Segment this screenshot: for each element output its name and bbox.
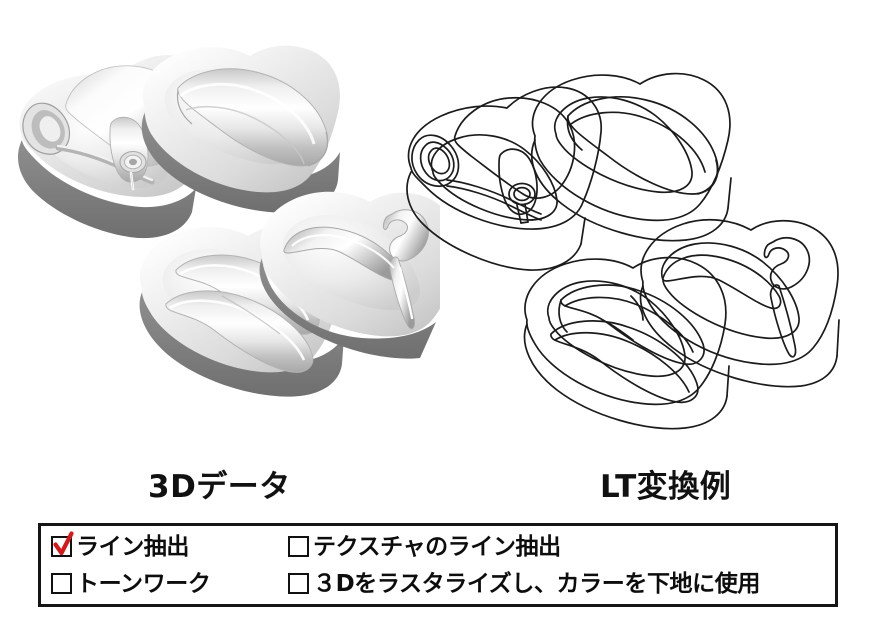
option-tone-work[interactable]: トーンワーク xyxy=(51,572,288,596)
option-line-extraction[interactable]: ライン抽出 xyxy=(51,531,288,560)
checkbox-rasterize-3d-color-base[interactable] xyxy=(288,573,309,594)
caption-lt-conversion: LT変換例 xyxy=(600,469,732,505)
options-frame: ライン抽出 テクスチャのライン抽出 トーンワーク ３Dをラスタライズし、カラーを… xyxy=(38,523,838,607)
option-label-rasterize-3d-color-base: ３Dをラスタライズし、カラーを下地に使用 xyxy=(313,570,760,597)
option-label-texture-line-extraction: テクスチャのライン抽出 xyxy=(313,533,561,560)
checkbox-line-extraction[interactable] xyxy=(51,531,74,557)
sandal-single-strap-slide-3d xyxy=(141,45,340,213)
3d-data-illustration xyxy=(0,0,440,460)
sandal-flip-flop-3d xyxy=(259,191,440,359)
sandal-single-strap-slide-lt xyxy=(530,72,732,242)
option-label-tone-work: トーンワーク xyxy=(76,570,211,597)
caption-3d-data: 3Dデータ xyxy=(148,469,291,505)
sandal-toe-post-lt xyxy=(406,86,602,271)
checkbox-texture-line-extraction[interactable] xyxy=(288,536,309,557)
sandal-double-strap-slide-lt xyxy=(523,256,730,430)
option-label-line-extraction: ライン抽出 xyxy=(76,533,190,560)
checkbox-tone-work[interactable] xyxy=(51,573,72,594)
lt-conversion-illustration xyxy=(395,0,877,460)
option-texture-line-extraction[interactable]: テクスチャのライン抽出 xyxy=(288,535,835,559)
sandal-flip-flop-lt xyxy=(639,218,840,388)
options-grid: ライン抽出 テクスチャのライン抽出 トーンワーク ３Dをラスタライズし、カラーを… xyxy=(41,526,835,604)
option-rasterize-3d-color-base[interactable]: ３Dをラスタライズし、カラーを下地に使用 xyxy=(288,572,835,596)
caption-row: 3Dデータ LT変換例 xyxy=(0,464,877,516)
